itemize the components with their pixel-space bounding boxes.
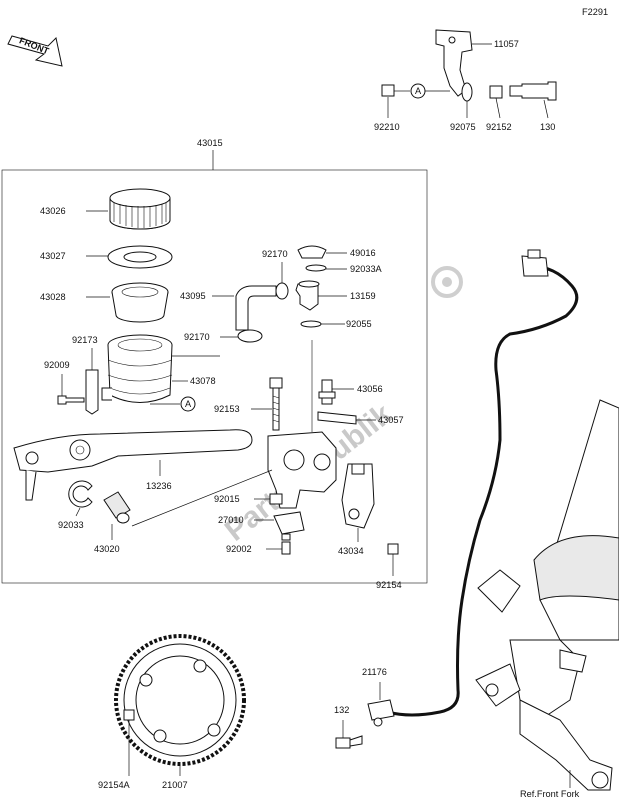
bolt-92210[interactable] [381,84,395,97]
circlip-92033a[interactable] [305,264,327,272]
label-13159[interactable]: 13159 [350,291,376,301]
label-92154a[interactable]: 92154A [98,780,131,790]
diaphragm-plate-43027[interactable] [107,245,173,269]
label-27010[interactable]: 27010 [218,515,244,525]
label-43057[interactable]: 43057 [378,415,404,425]
nut-92015[interactable] [269,493,283,505]
bolt-130[interactable] [509,81,557,101]
label-92033a[interactable]: 92033A [350,264,383,274]
bleeder-cap-43057[interactable] [317,411,357,425]
label-92075[interactable]: 92075 [450,122,476,132]
label-21176[interactable]: 21176 [362,667,387,677]
label-92173[interactable]: 92173 [72,335,98,345]
label-43034[interactable]: 43034 [338,546,364,556]
sensor-rotor-21007[interactable] [114,634,246,766]
label-13236[interactable]: 13236 [146,481,172,491]
label-11057[interactable]: 11057 [494,39,519,49]
abs-sensor-wire[interactable] [387,249,579,717]
label-43078[interactable]: 43078 [190,376,216,386]
bolt-92153[interactable] [269,377,283,431]
label-43028[interactable]: 43028 [40,292,66,302]
abs-sensor-21176[interactable] [367,699,395,727]
bleeder-valve-43056[interactable] [318,379,336,405]
leader-92152 [495,97,501,119]
label-92015[interactable]: 92015 [214,494,240,504]
screw-92002[interactable] [281,541,291,555]
ref-note: Ref.Front Fork [520,789,580,799]
label-92033[interactable]: 92033 [58,520,84,530]
grommet-92075[interactable] [461,82,473,102]
label-92154[interactable]: 92154 [376,580,402,590]
label-92153[interactable]: 92153 [214,404,240,414]
label-92055[interactable]: 92055 [346,319,372,329]
front-arrow-badge: FRONT [7,35,63,67]
bracket-92173[interactable] [85,369,99,415]
front-fork [475,399,619,791]
leader-130 [543,99,549,119]
diaphragm-43028[interactable] [111,282,169,323]
label-43027[interactable]: 43027 [40,251,66,261]
label-132[interactable]: 132 [334,705,349,715]
elbow-joint-13159[interactable] [295,280,320,311]
screw-92009[interactable] [57,395,85,405]
label-43026[interactable]: 43026 [40,206,66,216]
front-badge-text: FRONT [18,35,51,56]
leader-92033 [75,507,81,517]
label-43020[interactable]: 43020 [94,544,120,554]
figure-code: F2291 [582,7,608,17]
reservoir-cap-43026[interactable] [109,188,171,230]
label-92002[interactable]: 92002 [226,544,252,554]
callout-a-lower [180,396,196,412]
collar-92152[interactable] [489,85,503,99]
holder-43034[interactable] [341,463,375,529]
callout-a-top-text: A [415,86,422,96]
reservoir-hose-43095[interactable] [235,285,277,331]
reservoir-43078[interactable] [101,334,173,403]
master-cylinder-body[interactable] [267,340,337,509]
label-130[interactable]: 130 [540,122,555,132]
label-92210[interactable]: 92210 [374,122,400,132]
bolt-132[interactable] [335,735,363,749]
brake-switch-27010[interactable] [273,511,305,541]
assembly-label[interactable]: 43015 [197,138,223,148]
label-92009[interactable]: 92009 [44,360,70,370]
leader-43020-a [131,469,273,527]
hose-clamp-92170-lower[interactable] [237,329,263,343]
label-92170-lower[interactable]: 92170 [184,332,210,342]
label-21007[interactable]: 21007 [162,780,188,790]
o-ring-92055[interactable] [300,320,322,328]
label-49016[interactable]: 49016 [350,248,376,258]
screw-92154a[interactable] [123,709,135,721]
label-43056[interactable]: 43056 [357,384,383,394]
callout-a-lower-text: A [185,399,192,409]
bolt-92154[interactable] [387,543,399,555]
hose-clamp-92170-upper[interactable] [275,282,289,300]
label-92170-upper[interactable]: 92170 [262,249,288,259]
piston-43020[interactable] [103,491,131,524]
brake-lever-13236[interactable] [13,429,253,501]
assembly-frame [1,169,428,584]
circlip-92033[interactable] [68,480,93,508]
cap-49016[interactable] [297,245,327,259]
label-92152[interactable]: 92152 [486,122,512,132]
label-43095[interactable]: 43095 [180,291,206,301]
gear-icon [431,266,463,298]
